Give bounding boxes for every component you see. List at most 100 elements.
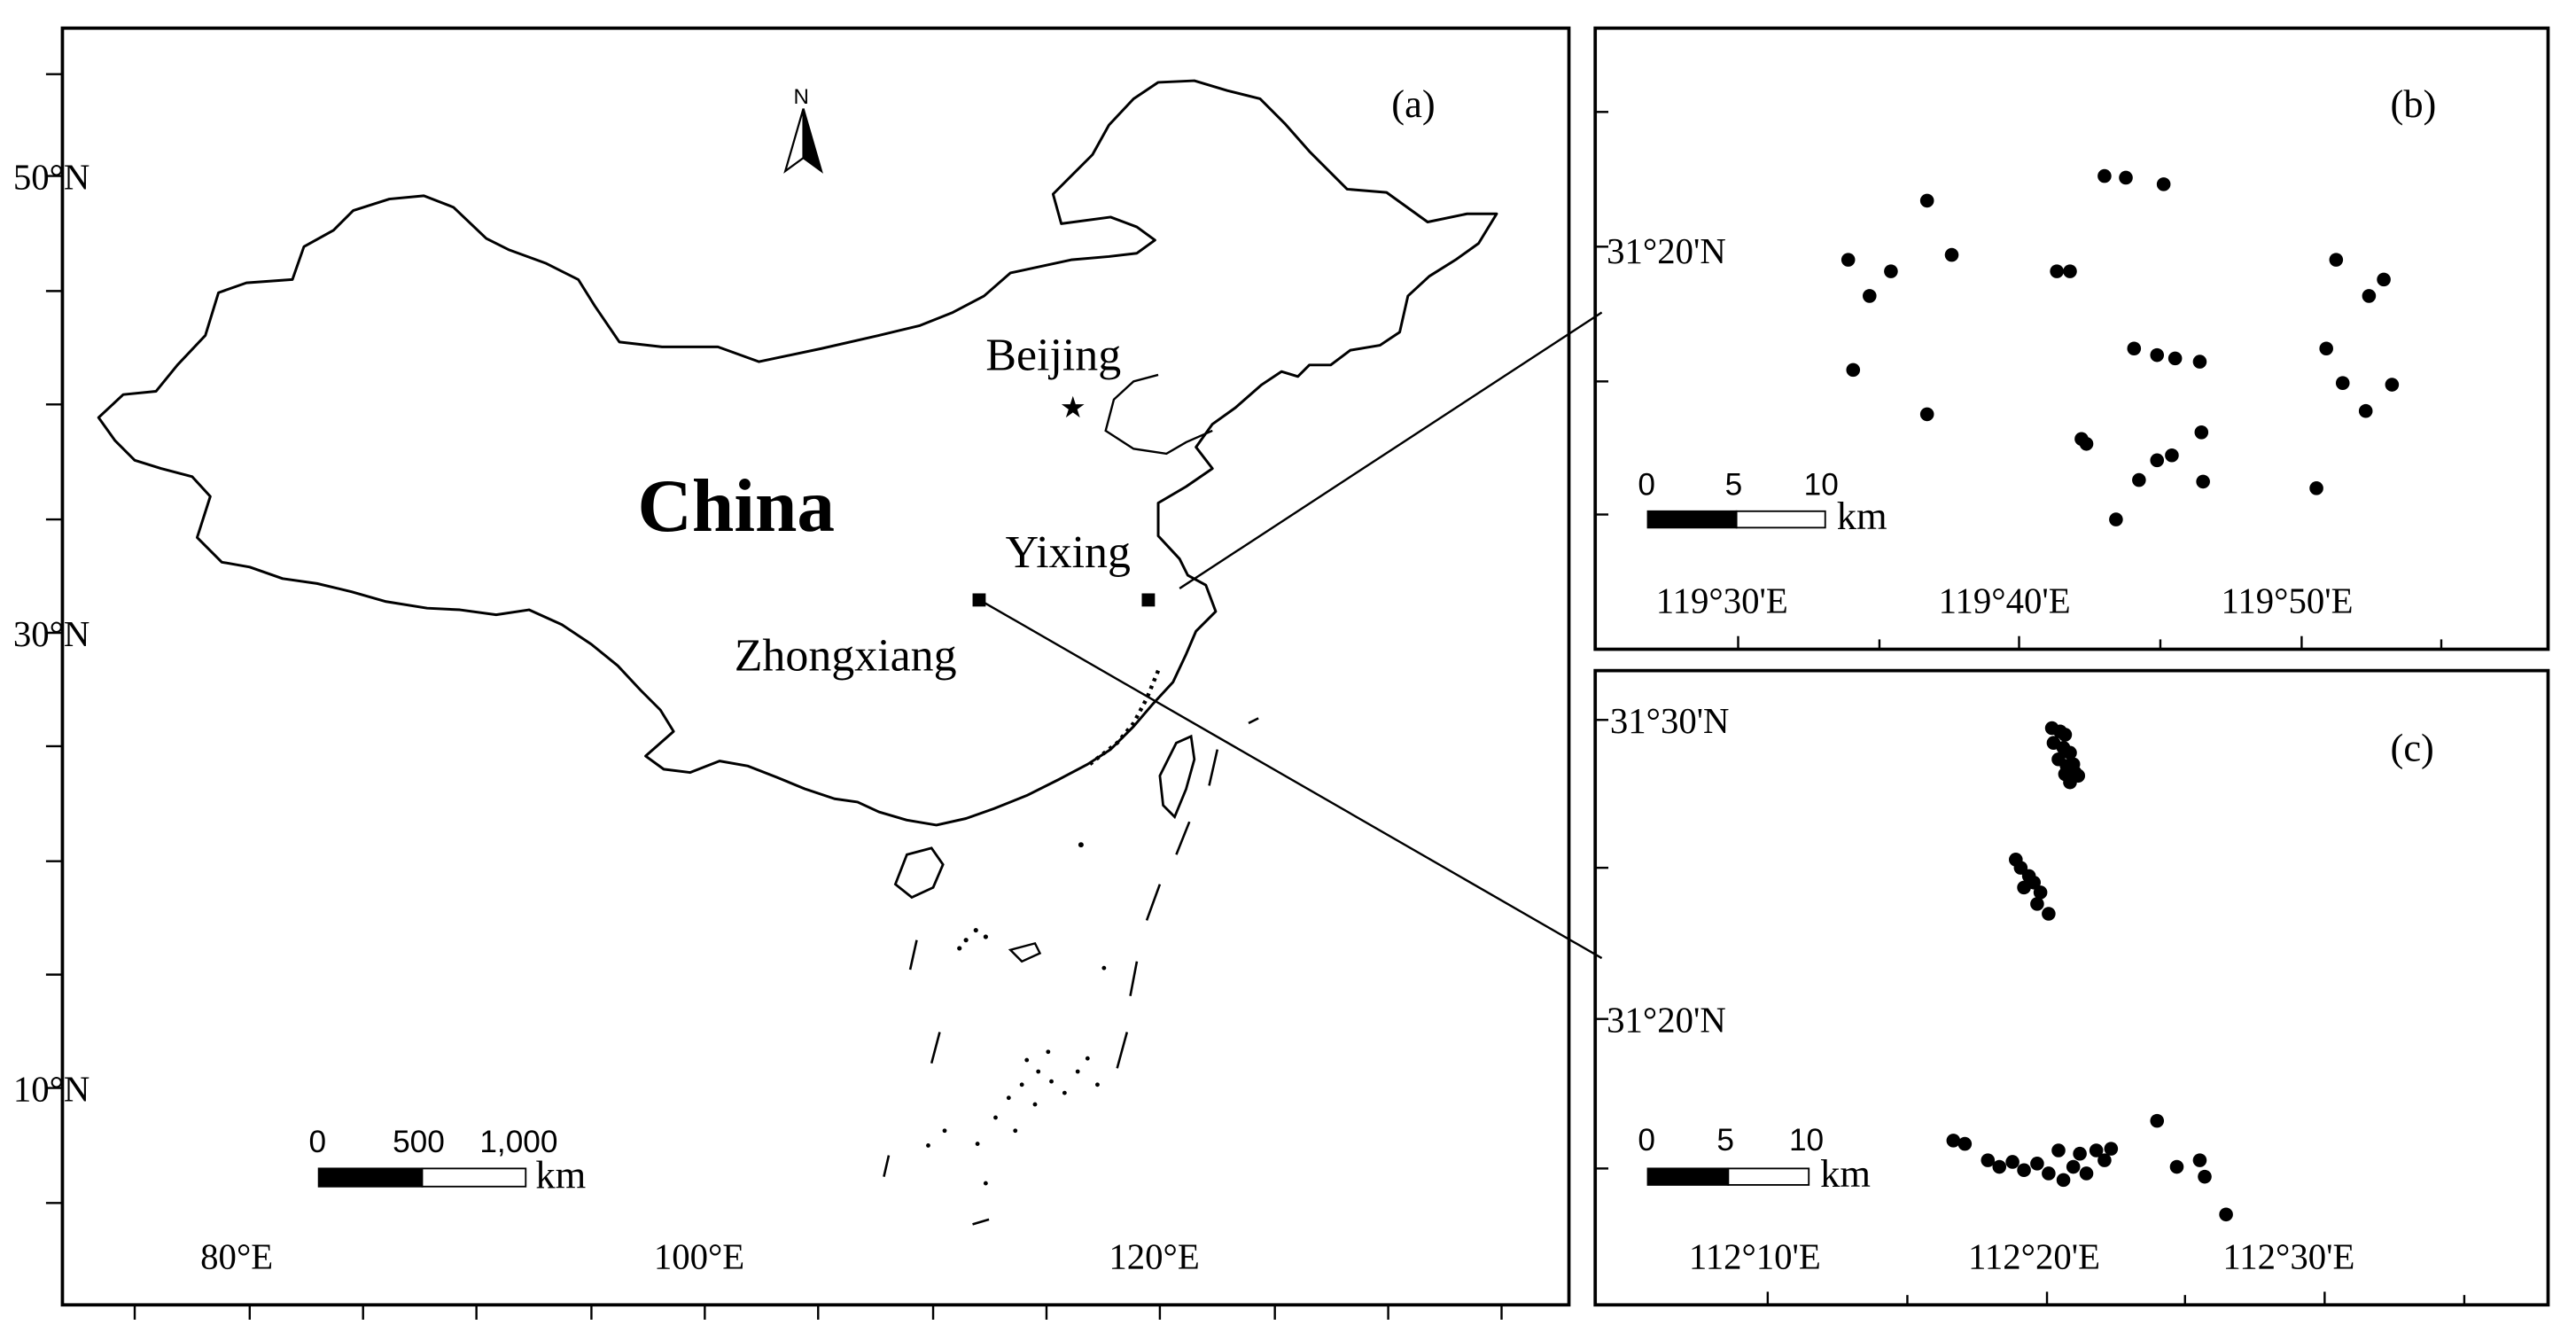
- yixing-site-8: [2063, 264, 2077, 278]
- coastal-islands: [1086, 669, 1161, 768]
- beijing-star-icon: ★: [1060, 392, 1086, 425]
- panel-a: 50°N 30°N 10°N 80°E 100°E 120°E (a) N: [13, 26, 1571, 1320]
- scale-c-tick-2: 10: [1789, 1123, 1824, 1158]
- zhongxiang-site-2: [2058, 728, 2073, 742]
- zhongxiang-site-37: [2150, 1113, 2165, 1128]
- scale-b-tick-1: 5: [1725, 467, 1743, 502]
- sites-c: [1946, 721, 2233, 1222]
- zhongxiang-site-31: [2066, 1159, 2081, 1174]
- china-outline: [97, 79, 1498, 827]
- yixing-site-15: [2192, 355, 2207, 369]
- b-lon-label-2: 119°50'E: [2222, 581, 2354, 621]
- yixing-site-4: [1944, 247, 1959, 262]
- panel-b: 31°20'N 119°30'E 119°40'E 119°50'E (b) 0…: [1593, 26, 2550, 651]
- c-lon-label-1: 112°20'E: [1968, 1236, 2100, 1276]
- north-arrow-letter: N: [793, 85, 808, 109]
- b-lat-label: 31°20'N: [1607, 231, 1726, 271]
- c-lon-label-0: 112°10'E: [1689, 1236, 1821, 1276]
- zhongxiang-site-40: [2198, 1169, 2212, 1184]
- yixing-marker: [1141, 593, 1156, 607]
- bohai-coast: [1104, 373, 1213, 456]
- zhongxiang-site-12: [2071, 768, 2086, 783]
- yixing-site-18: [2132, 472, 2146, 487]
- zhongxiang-site-24: [1992, 1159, 2007, 1174]
- yixing-site-28: [2335, 376, 2350, 390]
- zhongxiang-site-27: [2030, 1157, 2044, 1171]
- yixing-site-17: [2079, 437, 2094, 451]
- lon-label-100e: 100°E: [654, 1236, 744, 1276]
- zhongxiang-site-23: [1981, 1153, 1996, 1167]
- yixing-site-11: [2156, 177, 2171, 191]
- scale-bar-b: 0 5 10 km: [1638, 467, 1887, 538]
- zhongxiang-site-17: [2017, 880, 2031, 895]
- nine-dash-line: [883, 717, 1259, 1226]
- yixing-site-2: [1884, 264, 1898, 278]
- scale-c-unit: km: [1820, 1151, 1871, 1196]
- zhongxiang-site-34: [2089, 1143, 2104, 1158]
- scale-bar-a: 0 500 1,000 km: [309, 1125, 587, 1197]
- yixing-site-25: [2377, 272, 2391, 287]
- panel-c-label: (c): [2391, 726, 2434, 770]
- zhongxiang-site-5: [2063, 745, 2077, 760]
- scale-c-tick-0: 0: [1638, 1123, 1655, 1158]
- yixing-site-19: [2150, 453, 2165, 468]
- lon-label-80e: 80°E: [200, 1236, 273, 1276]
- connector-zhongxiang: [982, 600, 1603, 960]
- yixing-site-14: [2167, 351, 2183, 366]
- lat-label-30n: 30°N: [13, 614, 90, 654]
- yixing-site-26: [2362, 289, 2377, 303]
- yixing-site-1: [1863, 289, 1877, 303]
- zhongxiang-site-19: [2030, 897, 2044, 911]
- scale-a-tick-2: 1,000: [479, 1125, 557, 1159]
- zhongxiang-site-18: [2033, 885, 2048, 900]
- yixing-site-20: [2165, 448, 2179, 463]
- zhongxiang-site-21: [1946, 1134, 1961, 1148]
- sites-b: [1841, 168, 2400, 526]
- zhongxiang-site-35: [2097, 1153, 2112, 1167]
- yixing-site-3: [1919, 193, 1934, 208]
- yixing-site-7: [2050, 264, 2064, 278]
- zhongxiang-site-33: [2079, 1166, 2094, 1181]
- zhongxiang-marker: [972, 593, 986, 607]
- yixing-site-23: [2109, 512, 2123, 526]
- yixing-site-27: [2319, 341, 2333, 356]
- b-lon-label-1: 119°40'E: [1939, 581, 2071, 621]
- zhongxiang-site-29: [2051, 1143, 2066, 1158]
- zhongxiang-site-22: [1957, 1136, 1973, 1151]
- yixing-site-0: [1841, 253, 1856, 267]
- zhongxiang-site-20: [2042, 907, 2056, 921]
- scale-a-unit: km: [535, 1153, 586, 1197]
- lon-label-120e: 120°E: [1109, 1236, 1199, 1276]
- yixing-site-31: [2309, 481, 2323, 495]
- yixing-site-30: [2385, 378, 2400, 392]
- scale-b-unit: km: [1837, 494, 1887, 538]
- scale-c-tick-1: 5: [1716, 1123, 1734, 1158]
- c-lat-label-0: 31°30'N: [1610, 701, 1730, 741]
- scale-a-tick-0: 0: [309, 1125, 327, 1159]
- taiwan-outline: [1158, 734, 1196, 820]
- yixing-site-9: [2097, 168, 2112, 183]
- yixing-site-6: [1919, 407, 1934, 422]
- zhongxiang-site-32: [2073, 1146, 2087, 1161]
- yixing-site-29: [2358, 403, 2373, 418]
- yixing-site-5: [1846, 362, 1861, 378]
- hainan-outline: [893, 846, 945, 900]
- c-lon-label-2: 112°30'E: [2222, 1236, 2354, 1276]
- place-zhongxiang: Zhongxiang: [735, 631, 957, 682]
- yixing-site-12: [2127, 341, 2142, 356]
- zhongxiang-site-41: [2219, 1207, 2233, 1222]
- yixing-site-10: [2119, 170, 2133, 185]
- lat-label-10n: 10°N: [13, 1069, 90, 1109]
- zhongxiang-site-28: [2042, 1166, 2056, 1181]
- zhongxiang-site-25: [2005, 1155, 2020, 1169]
- scale-a-tick-1: 500: [393, 1125, 445, 1159]
- yixing-site-13: [2150, 347, 2165, 362]
- zhongxiang-site-26: [2017, 1163, 2031, 1178]
- zhongxiang-site-30: [2056, 1173, 2071, 1188]
- north-arrow-icon: N: [783, 85, 823, 174]
- scale-b-tick-2: 10: [1804, 467, 1839, 502]
- islets: [926, 842, 1107, 1186]
- panel-a-label: (a): [1391, 82, 1435, 126]
- yixing-site-24: [2329, 253, 2344, 267]
